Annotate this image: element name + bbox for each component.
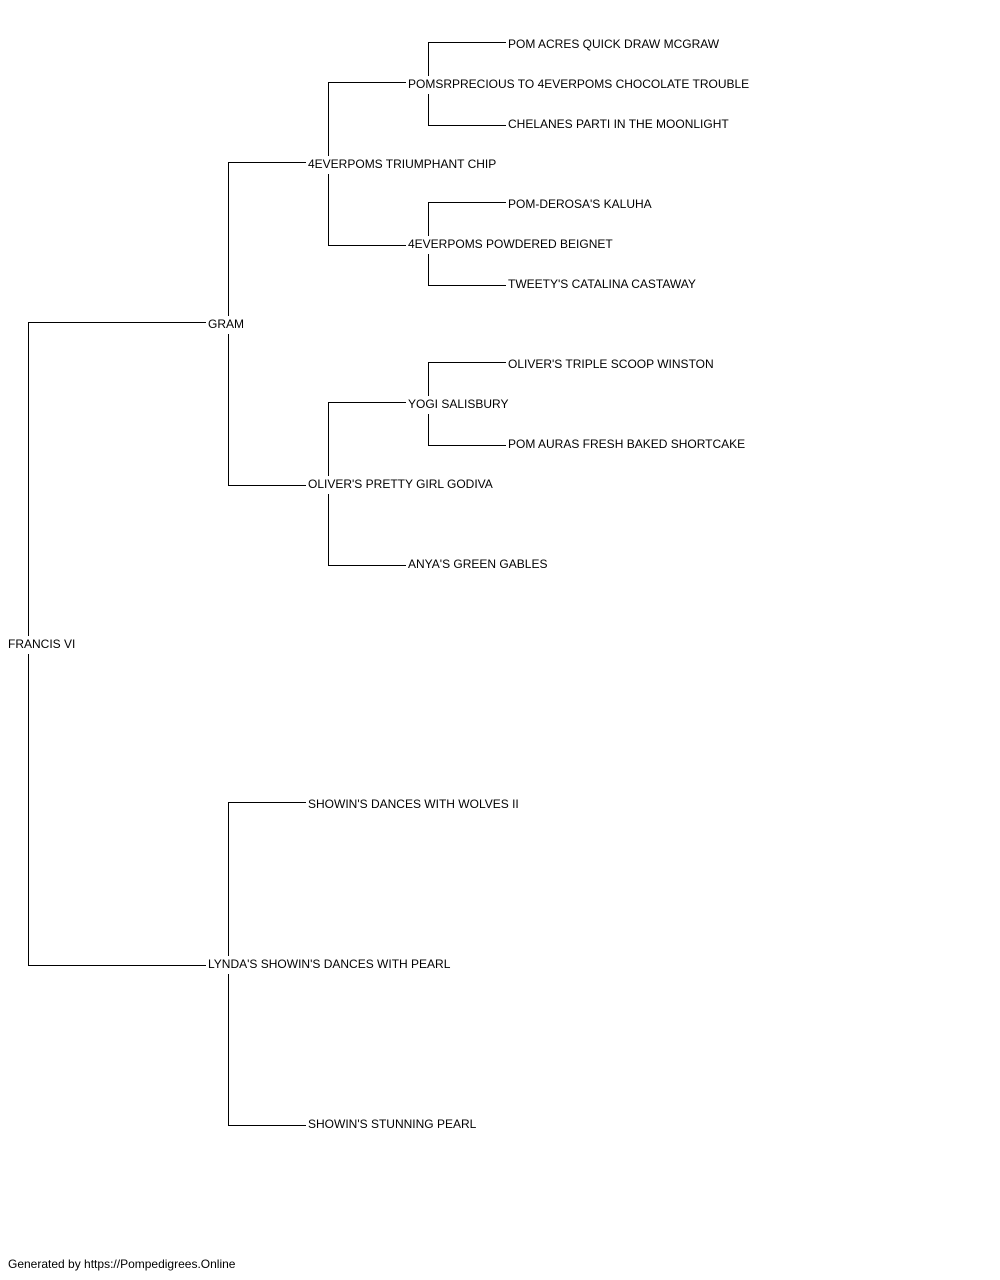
connector-sdsd: [428, 414, 506, 446]
connector-dam-sire: [228, 802, 306, 956]
sdsd-name: POM AURAS FRESH BAKED SHORTCAKE: [508, 437, 746, 451]
sds-name: YOGI SALISBURY: [408, 397, 509, 411]
connector-ssss: [428, 42, 506, 76]
ssds-name: POM-DEROSA'S KALUHA: [508, 197, 652, 211]
connector-sdss: [428, 362, 506, 396]
sdd-name: ANYA'S GREEN GABLES: [408, 557, 548, 571]
connector-dam-dam: [228, 974, 306, 1126]
connector-ssdd: [428, 254, 506, 286]
dam-name: LYNDA'S SHOWIN'S DANCES WITH PEARL: [208, 957, 451, 971]
sire-sire-name: 4EVERPOMS TRIUMPHANT CHIP: [308, 157, 497, 171]
connector-ssd: [328, 174, 406, 246]
connector-sire-dam: [228, 334, 306, 486]
connector-subject-dam: [28, 654, 206, 966]
generated-by-footer: Generated by https://Pompedigrees.Online: [8, 1257, 236, 1271]
sdss-name: OLIVER'S TRIPLE SCOOP WINSTON: [508, 357, 714, 371]
ssss-name: POM ACRES QUICK DRAW MCGRAW: [508, 37, 720, 51]
ssdd-name: TWEETY'S CATALINA CASTAWAY: [508, 277, 696, 291]
sssd-name: CHELANES PARTI IN THE MOONLIGHT: [508, 117, 729, 131]
connector-sire-sire: [228, 162, 306, 316]
sire-name: GRAM: [208, 317, 244, 331]
ssd-name: 4EVERPOMS POWDERED BEIGNET: [408, 237, 613, 251]
sire-dam-name: OLIVER'S PRETTY GIRL GODIVA: [308, 477, 493, 491]
connector-ssds: [428, 202, 506, 236]
connector-sss: [328, 82, 406, 156]
sss-name: POMSRPRECIOUS TO 4EVERPOMS CHOCOLATE TRO…: [408, 77, 750, 91]
connector-subject-sire: [28, 322, 206, 636]
connector-sssd: [428, 94, 506, 126]
connector-sds: [328, 402, 406, 476]
dam-sire-name: SHOWIN'S DANCES WITH WOLVES II: [308, 797, 519, 811]
dam-dam-name: SHOWIN'S STUNNING PEARL: [308, 1117, 477, 1131]
connector-sdd: [328, 494, 406, 566]
subject-name: FRANCIS VI: [8, 637, 76, 651]
